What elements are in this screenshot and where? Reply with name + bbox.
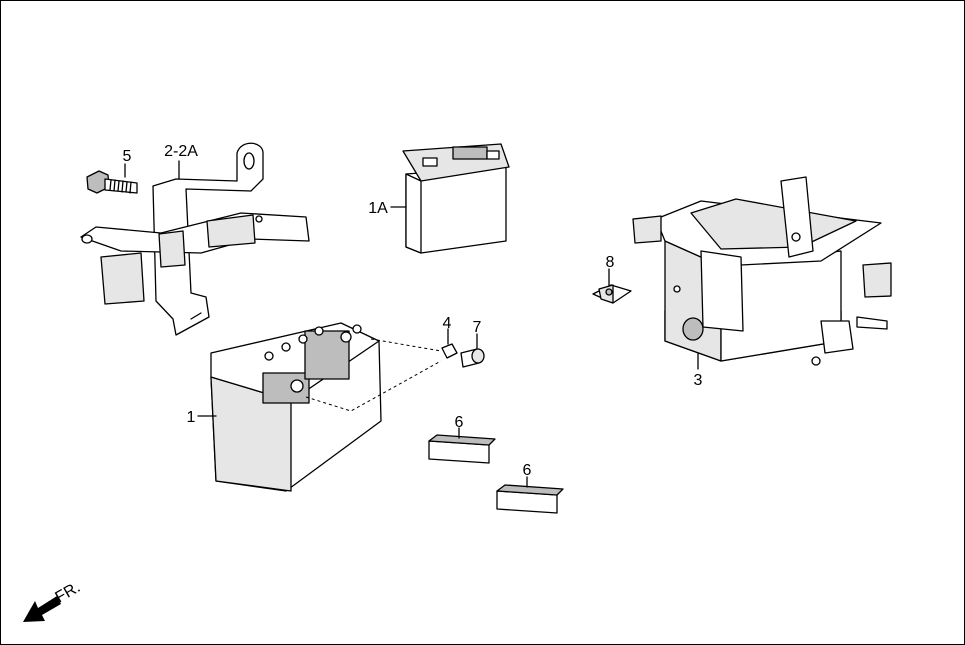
callout-6-upper: 6 bbox=[455, 414, 464, 431]
part-1-battery bbox=[197, 322, 382, 492]
part-2-2a-bracket bbox=[80, 142, 310, 336]
part-5-bolt bbox=[86, 163, 138, 194]
callout-3: 3 bbox=[694, 372, 703, 389]
part-3-battery-box bbox=[632, 176, 892, 370]
part-1a-battery bbox=[390, 143, 510, 254]
part-4-nut bbox=[441, 328, 458, 359]
callout-2-2a: 2-2A bbox=[164, 143, 198, 160]
callout-4: 4 bbox=[443, 315, 452, 332]
part-7-screw bbox=[460, 333, 485, 368]
callout-1: 1 bbox=[187, 409, 196, 426]
dashed-leader-upper bbox=[370, 338, 442, 352]
front-arrow-icon bbox=[23, 596, 61, 622]
dashed-leader-lower bbox=[305, 360, 442, 412]
callout-7: 7 bbox=[473, 319, 482, 336]
part-8-clip-nut bbox=[592, 268, 632, 304]
part-6-pad-a bbox=[428, 427, 496, 464]
callout-8: 8 bbox=[606, 254, 615, 271]
part-6-pad-b bbox=[496, 476, 564, 514]
callout-5: 5 bbox=[123, 148, 132, 165]
callout-6-lower: 6 bbox=[523, 462, 532, 479]
callout-1a: 1A bbox=[368, 200, 388, 217]
